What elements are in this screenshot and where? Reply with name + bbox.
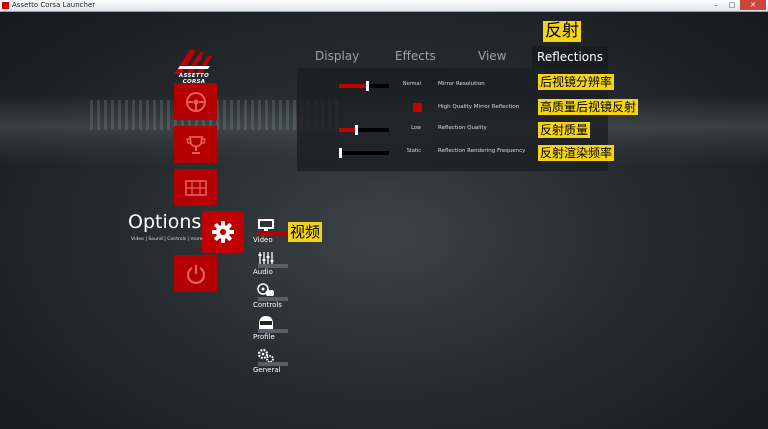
app-icon xyxy=(2,2,9,9)
options-subtitle: Video | Sound | Controls | more xyxy=(131,237,203,242)
minimize-button[interactable]: – xyxy=(714,1,718,9)
submenu-profile[interactable]: Profile xyxy=(252,315,294,345)
annotation-reflections-title: 反射 xyxy=(543,21,581,42)
reflection-frequency-label: Reflection Rendering Frequency xyxy=(438,148,526,154)
assetto-corsa-logo xyxy=(174,50,212,74)
mirror-resolution-slider[interactable] xyxy=(339,81,389,91)
close-button[interactable]: ✕ xyxy=(740,0,766,10)
logo-text: ASSETTO CORSA xyxy=(178,73,210,85)
setting-hq-mirror-reflection: High Quality Mirror Reflection xyxy=(297,102,608,116)
reflection-frequency-value: Static xyxy=(406,148,421,154)
submenu-audio-label: Audio xyxy=(253,268,273,276)
annotation-hq-mirror-reflection: 高质量后视镜反射 xyxy=(538,99,639,115)
trophy-icon xyxy=(185,135,206,154)
hq-mirror-reflection-label: High Quality Mirror Reflection xyxy=(438,104,520,110)
monitor-icon xyxy=(258,219,274,231)
submenu-controls-label: Controls xyxy=(253,301,282,309)
submenu-audio[interactable]: Audio xyxy=(252,250,294,280)
tab-display[interactable]: Display xyxy=(315,49,360,63)
tab-reflections[interactable]: Reflections xyxy=(532,46,608,68)
submenu-video-label: Video xyxy=(253,236,273,244)
submenu-controls[interactable]: Controls xyxy=(252,283,294,313)
annotation-reflection-quality: 反射质量 xyxy=(538,122,591,138)
annotation-video: 视频 xyxy=(288,222,323,242)
annotation-reflection-rendering-frequency: 反射渲染频率 xyxy=(538,145,615,161)
annotation-mirror-resolution: 后视镜分辨率 xyxy=(538,74,615,90)
hq-mirror-reflection-checkbox[interactable] xyxy=(413,103,422,112)
submenu-audio-indicator xyxy=(258,264,288,268)
gear-icon xyxy=(212,221,234,243)
window-titlebar: Assetto Corsa Launcher – □ ✕ xyxy=(0,0,768,12)
submenu-video[interactable]: Video xyxy=(252,218,294,248)
window-title: Assetto Corsa Launcher xyxy=(12,1,96,9)
menu-garage-button[interactable] xyxy=(174,169,217,206)
mirror-resolution-label: Mirror Resolution xyxy=(438,81,485,87)
submenu-general-label: General xyxy=(253,366,281,374)
tab-view[interactable]: View xyxy=(478,49,507,63)
submenu-general[interactable]: General xyxy=(252,348,294,378)
submenu-video-indicator xyxy=(258,232,288,236)
maximize-button[interactable]: □ xyxy=(728,1,736,9)
reflection-quality-value: Low xyxy=(411,125,421,131)
menu-options-button[interactable] xyxy=(202,211,244,253)
setting-mirror-resolution: Normal Mirror Resolution xyxy=(297,79,608,93)
helmet-icon xyxy=(259,316,273,329)
reflection-quality-slider[interactable] xyxy=(339,125,389,135)
power-icon xyxy=(186,264,205,284)
tab-effects[interactable]: Effects xyxy=(395,49,436,63)
setting-reflection-rendering-frequency: Static Reflection Rendering Frequency xyxy=(297,146,608,160)
equalizer-icon xyxy=(258,252,274,264)
submenu-general-indicator xyxy=(258,362,288,366)
menu-exit-button[interactable] xyxy=(174,255,217,292)
options-title: Options xyxy=(128,211,202,233)
submenu-profile-label: Profile xyxy=(253,333,275,341)
menu-drive-button[interactable] xyxy=(174,83,217,120)
reflection-quality-label: Reflection Quality xyxy=(438,125,487,131)
menu-events-button[interactable] xyxy=(174,126,217,163)
mirror-resolution-value: Normal xyxy=(402,81,421,87)
garage-icon xyxy=(184,179,207,196)
submenu-controls-indicator xyxy=(258,297,288,301)
controller-icon xyxy=(257,283,274,296)
gears-icon xyxy=(257,348,274,363)
reflection-frequency-slider[interactable] xyxy=(339,148,389,158)
setting-reflection-quality: Low Reflection Quality xyxy=(297,123,608,137)
submenu-profile-indicator xyxy=(258,329,288,333)
steering-wheel-icon xyxy=(185,91,206,112)
